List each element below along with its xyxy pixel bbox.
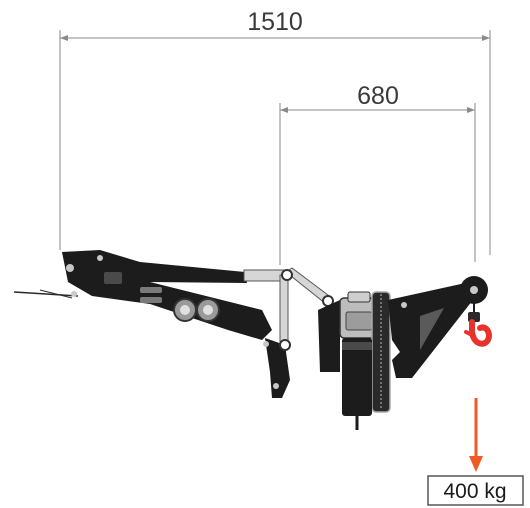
arrow-down-head <box>469 456 483 472</box>
pivot-bolt <box>97 255 103 261</box>
pivot-bolt <box>281 269 293 281</box>
crane-hook-icon <box>464 312 493 347</box>
sheave-hub <box>470 286 478 294</box>
boom-cutout <box>104 272 122 284</box>
dim-arrowhead-right <box>482 35 490 41</box>
mast-link <box>279 274 289 346</box>
load-indicator: 400 kg <box>427 398 524 506</box>
load-label: 400 kg <box>443 480 506 503</box>
pivot-bolt <box>401 302 407 308</box>
support-leg <box>265 338 290 398</box>
boom-cutout <box>140 287 162 293</box>
strap <box>13 291 79 297</box>
winch-gearbox-detail <box>345 311 373 331</box>
roller-hub <box>203 305 213 315</box>
dim-arrowhead-left <box>60 35 68 41</box>
pivot-bolt <box>71 291 77 297</box>
load-box <box>427 475 524 506</box>
crane-machine <box>13 250 493 430</box>
dim-arrowhead-left <box>280 107 288 113</box>
pivot-bolt <box>66 264 74 272</box>
drive-motor <box>342 338 372 416</box>
dim-arrowhead-right <box>467 107 475 113</box>
dim-label-hook-offset: 680 <box>357 82 399 110</box>
jib <box>388 282 476 378</box>
pivot-bolt <box>263 341 269 347</box>
strap <box>39 289 73 299</box>
boom-cutout <box>140 297 162 303</box>
roller-hub <box>180 305 190 315</box>
rotation-frame <box>318 300 340 372</box>
winch-gearbox-cap <box>347 291 371 303</box>
dimension-overall-reach: 1510 <box>59 8 491 255</box>
pivot-bolt <box>273 383 279 389</box>
dim-label-overall-reach: 1510 <box>247 8 303 36</box>
pivot-bolt <box>279 339 291 351</box>
jib-cutout <box>420 308 444 350</box>
main-boom <box>62 250 272 340</box>
drive-motor-band <box>342 342 372 350</box>
dimension-hook-offset: 680 <box>279 82 476 265</box>
